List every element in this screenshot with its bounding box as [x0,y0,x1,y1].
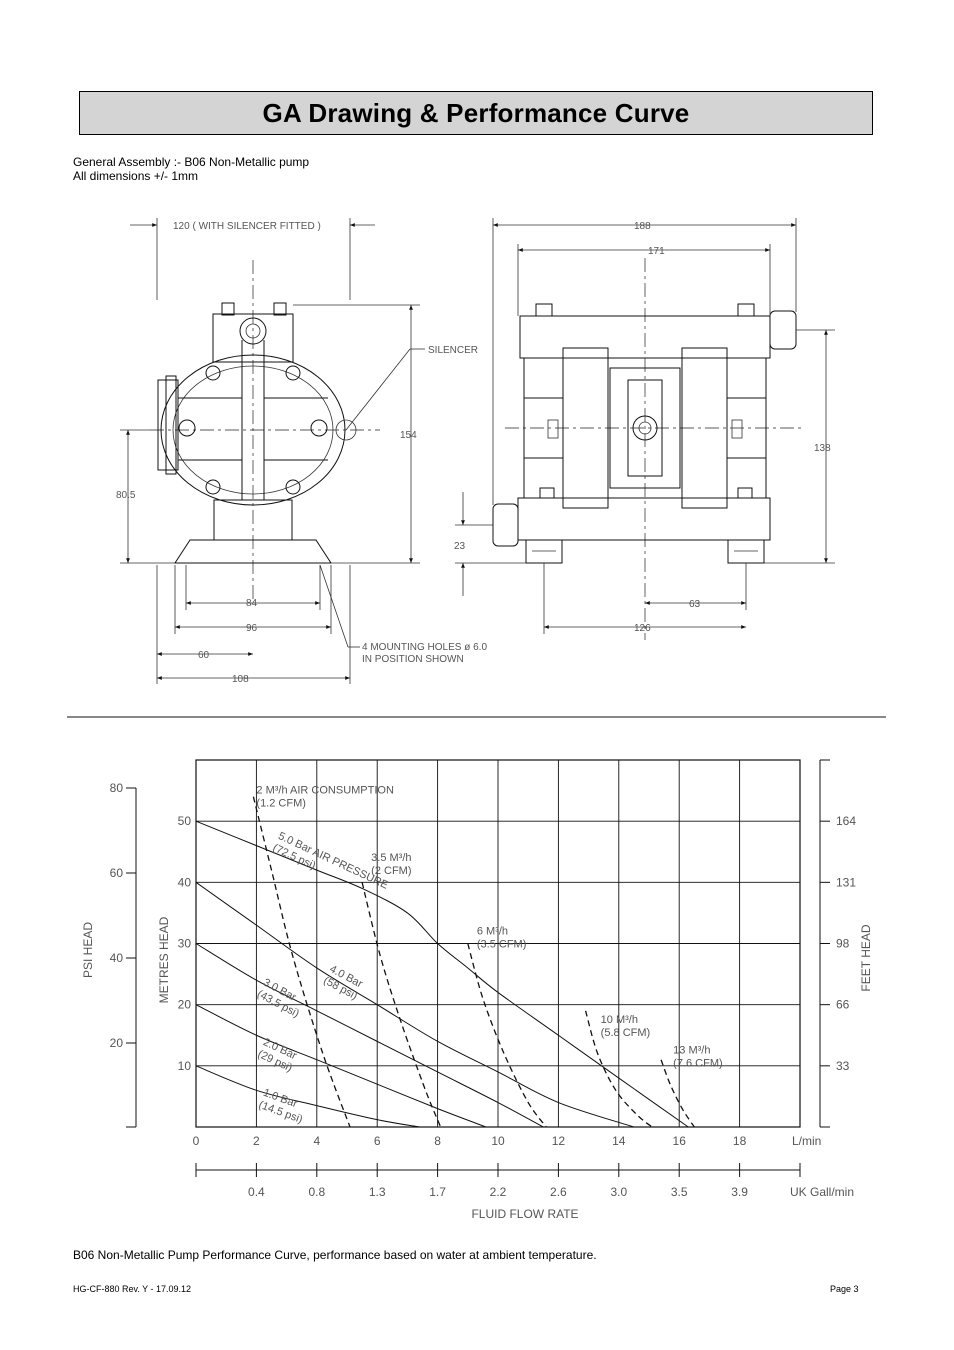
dim-96-label: 96 [246,623,258,634]
silencer-label: SILENCER [428,345,478,356]
series-label: 10 M³/h [601,1014,638,1026]
intro-line-2: All dimensions +/- 1mm [73,169,199,183]
secondary-x-tick-label: 2.6 [550,1185,567,1199]
y-tick-label: 40 [178,875,192,889]
series-line-1 [195,820,689,1128]
secondary-x-unit-label: UK Gall/min [790,1185,854,1199]
series-line-6 [252,796,351,1128]
x-tick-label: 0 [193,1134,200,1148]
y-tick-label: 30 [178,937,192,951]
secondary-x-tick-label: 3.0 [610,1185,627,1199]
series-label-group: 13 M³/h(7.6 CFM) [673,1045,723,1070]
series-sublabel: (5.8 CFM) [601,1027,651,1039]
series-line-5 [195,1065,420,1128]
dim-138-label: 138 [814,443,831,454]
series-label-group: 10 M³/h(5.8 CFM) [601,1014,651,1039]
series-label-group: 6 M³/h(3.5 CFM) [477,925,527,950]
secondary-x-tick-label: 3.9 [731,1185,748,1199]
feet-axis-title: FEET HEAD [859,924,873,991]
y-tick-label: 20 [178,998,192,1012]
series-label-group: 3.0 Bar(43.5 psi) [255,977,301,1021]
secondary-x-tick-label: 0.4 [248,1185,265,1199]
mounting-note-line-2: IN POSITION SHOWN [362,654,464,665]
y-tick-label: 50 [178,814,192,828]
dim-63-label: 63 [689,599,701,610]
x-tick-label: 10 [491,1134,505,1148]
feet-tick-label: 66 [836,998,850,1012]
feet-tick-label: 98 [836,937,850,951]
x-tick-label: 4 [313,1134,320,1148]
dim-60-label: 60 [198,650,210,661]
page-title: GA Drawing & Performance Curve [262,97,690,128]
front-view [492,258,805,640]
y-tick-label: 10 [178,1059,192,1073]
x-tick-label: 14 [612,1134,626,1148]
title-banner: GA Drawing & Performance Curve [79,91,873,135]
side-view [150,260,425,600]
dim-108-label: 108 [232,674,249,685]
series-label-group: 2 M³/h AIR CONSUMPTION(1.2 CFM) [256,785,394,810]
x-tick-label: 12 [552,1134,566,1148]
y-axis-title: METRES HEAD [157,916,171,1003]
dim-171-label: 171 [648,246,665,257]
series-sublabel: (7.6 CFM) [673,1058,723,1070]
dim-154-label: 154 [400,430,417,441]
series-sublabel: (1.2 CFM) [256,798,306,810]
x-axis-title: FLUID FLOW RATE [471,1207,578,1221]
series-sublabel: (3.5 CFM) [477,938,527,950]
feet-tick-label: 164 [836,814,856,828]
secondary-x-tick-label: 1.3 [369,1185,386,1199]
series-line-10 [660,1059,695,1128]
psi-tick-label: 80 [110,781,124,795]
psi-tick-label: 60 [110,866,124,880]
feet-tick-label: 33 [836,1059,850,1073]
x-tick-label: 6 [374,1134,381,1148]
psi-tick-label: 20 [110,1036,124,1050]
chart-caption: B06 Non-Metallic Pump Performance Curve,… [73,1248,597,1262]
secondary-x-tick-label: 0.8 [308,1185,325,1199]
series-line-4 [195,1004,487,1128]
psi-tick-label: 40 [110,951,124,965]
series-label-group: 1.0 Bar(14.5 psi) [257,1087,304,1126]
series-label: 3.5 M³/h [371,852,411,864]
series-sublabel: (2 CFM) [371,865,411,877]
series-label: 13 M³/h [673,1045,710,1057]
series-label: 6 M³/h [477,925,508,937]
x-tick-label: 2 [253,1134,260,1148]
dim-84-label: 84 [246,598,258,609]
dim-80-5-label: 80.5 [116,490,136,501]
ga-drawing: SILENCER 120 ( WITH SILENCER FITTED ) 15… [67,218,886,718]
series-label-group: 2.0 Bar(29 psi) [256,1036,299,1074]
intro-line-1: General Assembly :- B06 Non-Metallic pum… [73,155,310,169]
secondary-x-tick-label: 2.2 [490,1185,507,1199]
series-line-3 [195,943,544,1128]
series-line-9 [584,1010,653,1128]
secondary-x-tick-label: 3.5 [671,1185,688,1199]
series-line-8 [467,943,547,1128]
x-tick-label: 16 [673,1134,687,1148]
x-unit-label: L/min [792,1134,821,1148]
dim-23-label: 23 [454,541,466,552]
secondary-x-tick-label: 1.7 [429,1185,446,1199]
intro-text: General Assembly :- B06 Non-Metallic pum… [73,155,309,183]
psi-axis-title: PSI HEAD [81,922,95,978]
dim-126-label: 126 [634,623,651,634]
series-label: 2 M³/h AIR CONSUMPTION [256,785,394,797]
mounting-note-line-1: 4 MOUNTING HOLES ø 6.0 [362,642,487,653]
footer-document-ref: HG-CF-880 Rev. Y - 17.09.12 [73,1284,192,1294]
feet-tick-label: 131 [836,875,856,889]
x-tick-label: 8 [434,1134,441,1148]
series-label-group: 4.0 Bar(58 psi) [321,963,364,1002]
series-label-group: 3.5 M³/h(2 CFM) [371,852,411,877]
x-tick-label: 18 [733,1134,747,1148]
performance-chart: 0 2 4 6 8 10 12 14 16 18 L/min 0.4 0.8 1.3 1.7 2.2 2.6 3.… [81,759,873,1221]
dim-188-label: 188 [634,221,651,232]
dim-120-label: 120 ( WITH SILENCER FITTED ) [173,221,321,232]
series-line-2 [195,881,635,1128]
footer-page-number: Page 3 [830,1284,859,1294]
